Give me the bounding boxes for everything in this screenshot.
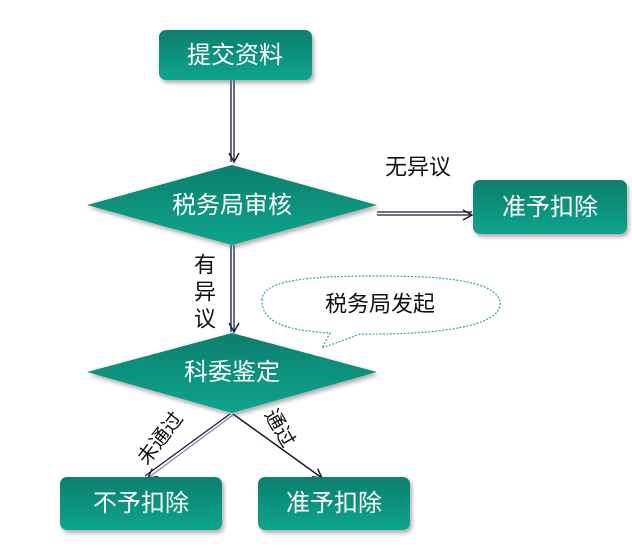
connector-review-to-tech bbox=[228, 245, 240, 334]
node-approve-bottom: 准予扣除 bbox=[258, 477, 410, 530]
callout-bubble: 税务局发起 bbox=[261, 275, 501, 350]
connector-tech-to-approve bbox=[232, 413, 324, 479]
node-submit-label: 提交资料 bbox=[187, 41, 283, 69]
connector-submit-to-review bbox=[228, 80, 240, 164]
label-no-objection: 无异议 bbox=[385, 156, 451, 181]
label-pass: 通过 bbox=[260, 405, 301, 452]
node-deny-label: 不予扣除 bbox=[93, 489, 189, 517]
label-objection-2: 异 bbox=[194, 281, 216, 306]
node-tech-review-label: 科委鉴定 bbox=[184, 358, 280, 386]
connector-tech-to-deny bbox=[144, 413, 234, 479]
node-tax-review: 税务局审核 bbox=[87, 165, 377, 245]
node-submit: 提交资料 bbox=[159, 30, 312, 80]
label-objection-1: 有 bbox=[194, 254, 216, 279]
node-tax-review-label: 税务局审核 bbox=[172, 191, 292, 219]
label-fail: 未通过 bbox=[132, 407, 188, 469]
node-approve-top-label: 准予扣除 bbox=[502, 193, 598, 221]
node-approve-top: 准予扣除 bbox=[473, 180, 627, 234]
connector-review-to-approve bbox=[377, 209, 474, 221]
node-tech-review: 科委鉴定 bbox=[87, 333, 377, 413]
node-deny: 不予扣除 bbox=[60, 477, 222, 530]
label-objection-3: 议 bbox=[194, 308, 216, 333]
callout-label: 税务局发起 bbox=[325, 293, 435, 318]
node-approve-bottom-label: 准予扣除 bbox=[286, 489, 382, 517]
